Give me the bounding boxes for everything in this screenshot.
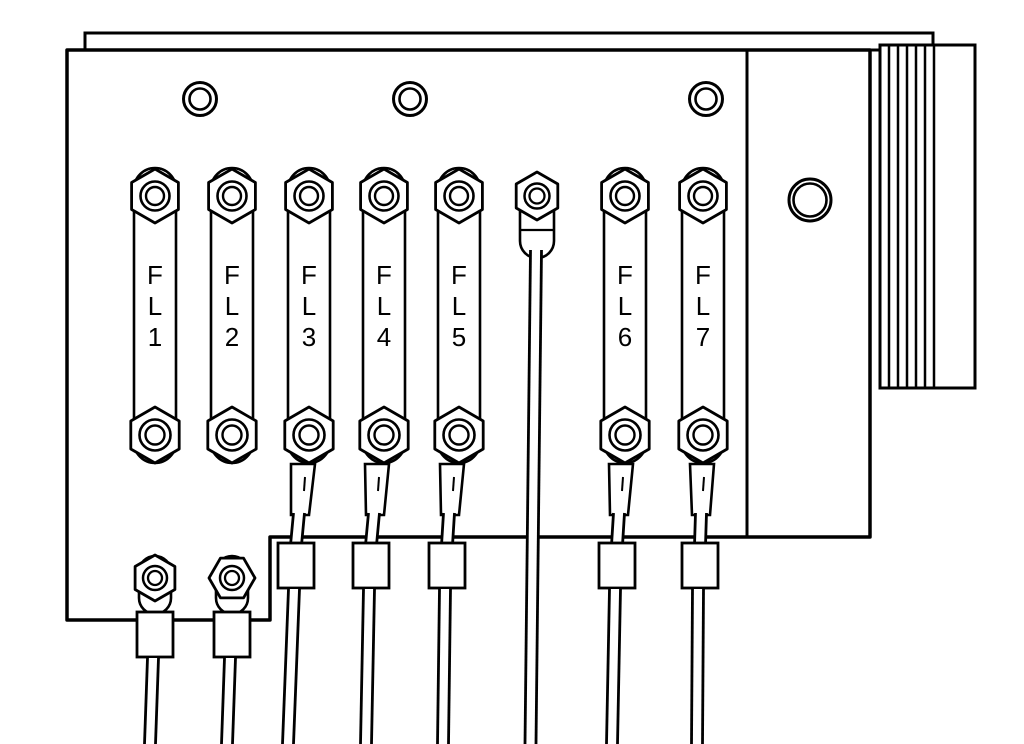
center-stud-bolt: [514, 170, 560, 222]
fl5-top-bolt: [434, 167, 484, 225]
fl4-wire-edge: [364, 512, 370, 546]
fl4-wire-edge: [370, 588, 376, 744]
center-wire-edge: [523, 249, 532, 744]
fl6-wire-edge: [621, 512, 626, 546]
fl3-wire-clamp: [276, 541, 316, 590]
fl4-crimp-mark: [377, 476, 380, 492]
stud2-wire-edge: [231, 657, 237, 744]
fl7-wire-edge: [693, 512, 697, 546]
fl4-top-bolt: [359, 167, 409, 225]
fl3-wire-edge: [281, 588, 290, 744]
fl3-wire-fill: [282, 589, 300, 744]
fl4-bottom-bolt: [358, 405, 410, 465]
upper-wire-segments: [289, 512, 708, 546]
fl7-wire-clamp: [680, 541, 720, 590]
fin-section-outline: [878, 43, 977, 390]
stud2-wire-clamp: [212, 610, 252, 659]
wire-terminals: [289, 462, 716, 517]
fl6-wire-fill: [611, 513, 625, 545]
bottom-left-stud-1: [133, 553, 177, 744]
fl6-wire-edge: [610, 512, 615, 546]
fusible-link-3-label: F L 3: [301, 260, 317, 352]
fl3-crimp-mark: [303, 476, 306, 492]
fl5-bottom-bolt: [433, 405, 485, 465]
fl2-bottom-bolt: [206, 405, 258, 465]
fl4-wire-edge: [359, 588, 365, 744]
fl5-wire-fill: [437, 589, 451, 744]
fl7-wire-edge: [690, 588, 694, 744]
center-stud-terminal: [514, 170, 560, 744]
fl6-crimp-barrel: [607, 462, 635, 517]
fl3-wire-edge: [300, 512, 306, 546]
stud1-wire-clamp: [135, 610, 175, 659]
stud2-wire-edge: [220, 657, 226, 744]
fl4-wire-clamp: [351, 541, 391, 590]
stud2-bolt: [207, 556, 257, 600]
stud1-wire-edge: [154, 657, 160, 744]
fl7-crimp-mark: [702, 476, 705, 492]
fusible-link-5-label: F L 5: [451, 260, 467, 352]
fl1-top-bolt: [130, 167, 180, 225]
fusible-link-2-label: F L 2: [224, 260, 240, 352]
fl6-top-bolt: [600, 167, 650, 225]
fl2-top-bolt: [207, 167, 257, 225]
fl7-wire-fill: [691, 589, 704, 744]
fl5-wire-clamp: [427, 541, 467, 590]
right-fin-section: [878, 43, 977, 390]
mounting-hole-right: [688, 81, 724, 117]
fl7-wire-edge: [704, 512, 708, 546]
fl5-wire-edge: [440, 512, 445, 546]
fusible-link-1-label: F L 1: [147, 260, 163, 352]
fl7-wire-fill: [694, 513, 707, 545]
fl1-bottom-bolt: [129, 405, 181, 465]
stud1-bolt: [133, 553, 177, 603]
fl6-wire-edge: [605, 588, 611, 744]
fl7-top-bolt: [678, 167, 728, 225]
fusible-link-4-label: F L 4: [376, 260, 392, 352]
fl3-wire-edge: [289, 512, 295, 546]
fusible-link-7-label: F L 7: [695, 260, 711, 352]
fl4-wire-edge: [375, 512, 381, 546]
bottom-left-stud-2: [207, 554, 257, 744]
center-wire-edge: [534, 249, 543, 744]
fl3-bottom-bolt: [283, 405, 335, 465]
fl3-wire-edge: [292, 588, 301, 744]
fl6-crimp-mark: [621, 476, 624, 492]
stud1-wire-edge: [143, 657, 149, 744]
fl5-crimp-barrel: [438, 462, 466, 517]
mounting-hole-center: [392, 81, 428, 117]
fl5-wire-fill: [441, 513, 455, 545]
fl7-wire-edge: [701, 588, 705, 744]
fl5-wire-edge: [447, 588, 452, 744]
fl4-crimp-barrel: [363, 462, 391, 517]
fl5-wire-edge: [451, 512, 456, 546]
fl3-crimp-barrel: [289, 462, 317, 517]
fl3-top-bolt: [284, 167, 334, 225]
panel-hole-large: [787, 177, 833, 223]
lower-wire-segments: [281, 588, 705, 744]
fl7-crimp-barrel: [688, 462, 716, 517]
fl5-crimp-mark: [452, 476, 455, 492]
fl7-bottom-bolt: [677, 405, 729, 465]
fusible-link-6-label: F L 6: [617, 260, 633, 352]
top-mounting-band: [83, 31, 935, 52]
fl6-wire-clamp: [597, 541, 637, 590]
fl5-wire-edge: [436, 588, 441, 744]
mounting-hole-left: [182, 81, 218, 117]
fl6-bottom-bolt: [599, 405, 651, 465]
fl6-wire-edge: [616, 588, 622, 744]
